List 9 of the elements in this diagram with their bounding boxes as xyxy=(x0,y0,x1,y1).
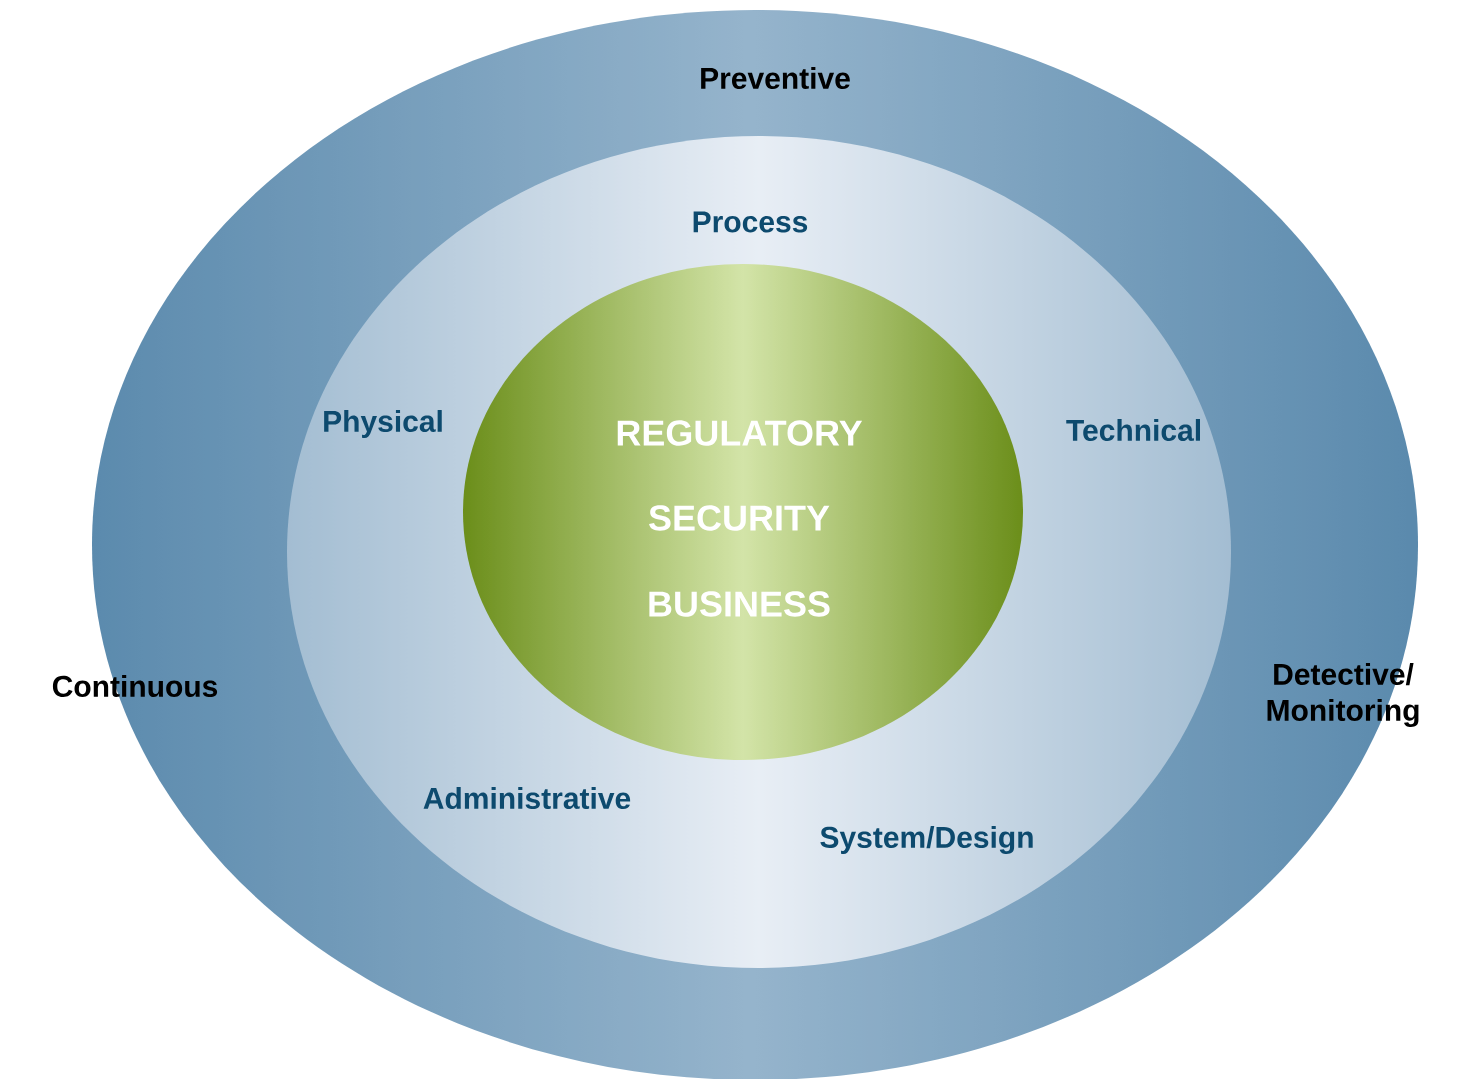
ring-label: BUSINESS xyxy=(649,591,830,617)
ring-label: SECURITY xyxy=(649,505,830,531)
ring-label: System/Design xyxy=(820,825,1033,855)
ring-label: REGULATORY xyxy=(617,420,863,446)
ring-label: Administrative xyxy=(423,787,631,810)
ring-label: Process xyxy=(693,211,808,233)
ring-label: Preventive xyxy=(701,67,850,89)
ring-label: Technical xyxy=(1066,419,1200,442)
ring-label: Physical xyxy=(324,410,442,438)
